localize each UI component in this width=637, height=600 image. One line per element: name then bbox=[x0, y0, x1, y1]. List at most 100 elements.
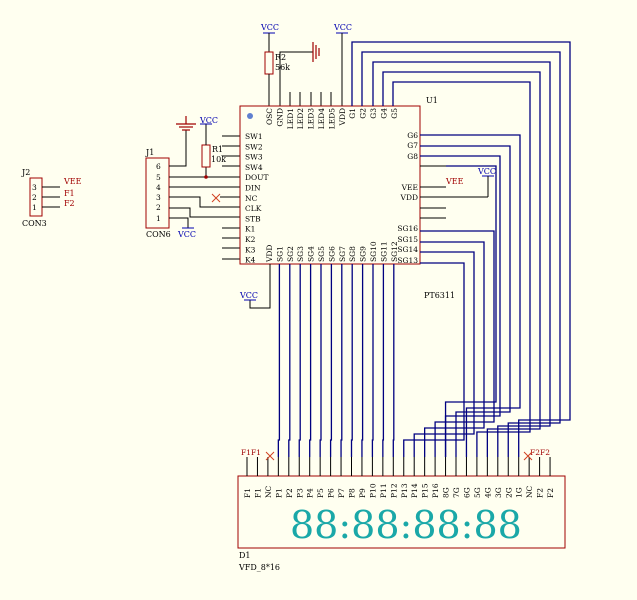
d1-pin-18: P16 bbox=[431, 483, 440, 498]
d1-pin-2: NC bbox=[264, 485, 273, 498]
u1-right-pin-sg14: SG14 bbox=[397, 245, 418, 254]
chip-u1: U1 PT6311 bbox=[239, 96, 455, 300]
d1-pin-0: F1 bbox=[243, 488, 252, 498]
resistor-r1: VCC R1 10k bbox=[199, 116, 226, 168]
u1-top-pin-led1: LED1 bbox=[286, 108, 295, 129]
u1-bottom-pin-sg5: SG5 bbox=[317, 246, 326, 262]
r1-value: 10k bbox=[211, 155, 226, 164]
u1-bottom-pin-sg2: SG2 bbox=[286, 246, 295, 262]
j1-pin-3: 3 bbox=[156, 193, 161, 202]
d1-pin-1: F1 bbox=[253, 488, 262, 498]
u1-left-pin-sw3: SW3 bbox=[245, 153, 263, 162]
j2-net-vee: VEE bbox=[63, 177, 82, 186]
j2-net-f2: F2 bbox=[64, 199, 75, 208]
u1-bottom-pin-sg11: SG11 bbox=[379, 241, 388, 262]
vfd-f2-label-a: F2 bbox=[530, 448, 540, 457]
u1-right-pin-sg13: SG13 bbox=[397, 256, 418, 265]
vfd-display-d1: 88:88:88:88 D1 VFD_8*16 bbox=[237, 475, 566, 572]
junction-dot bbox=[204, 175, 208, 179]
d1-pin-5: P3 bbox=[295, 488, 304, 498]
u1-left-pin-dout: DOUT bbox=[245, 173, 269, 182]
u1-left-pin-sw1: SW1 bbox=[245, 132, 263, 141]
k-pins-wiring bbox=[222, 135, 240, 260]
u1-right-pin-vee: VEE bbox=[401, 183, 418, 192]
u1-top-pin-led5: LED5 bbox=[327, 108, 336, 129]
vcc-label-j1: VCC bbox=[177, 230, 196, 239]
vcc-top-left-symbol: VCC bbox=[260, 23, 279, 52]
u1-top-pin-led4: LED4 bbox=[317, 108, 326, 129]
j2-part: CON3 bbox=[22, 219, 47, 228]
u1-top-pin-vdd: VDD bbox=[338, 108, 347, 126]
d1-pin-20: 7G bbox=[452, 487, 461, 498]
d1-pin-7: P5 bbox=[316, 488, 325, 498]
d1-pin-13: P11 bbox=[379, 483, 388, 498]
u1-bottom-pin-sg1: SG1 bbox=[275, 246, 284, 262]
u1-left-pin-sw2: SW2 bbox=[245, 142, 263, 151]
u1-bottom-pin-sg3: SG3 bbox=[296, 246, 305, 262]
u1-top-pin-osc: OSC bbox=[265, 108, 274, 125]
u1-left-pin-nc: NC bbox=[245, 194, 258, 203]
ground-symbol-top bbox=[279, 42, 320, 106]
j1-pin-2: 2 bbox=[156, 203, 161, 212]
r1-ref: R1 bbox=[212, 145, 223, 154]
j2-pin-3: 3 bbox=[32, 183, 37, 192]
u1-ref: U1 bbox=[426, 96, 438, 105]
vee-label-chip: VEE bbox=[445, 177, 464, 186]
d1-pin-28: F2 bbox=[536, 488, 545, 498]
vcc-vdd-symbol: VCC bbox=[239, 264, 271, 309]
d1-pin-21: 6G bbox=[462, 487, 471, 498]
u1-bottom-pin-sg9: SG9 bbox=[359, 246, 368, 262]
r2-value: 56k bbox=[275, 63, 290, 72]
connector-j2: J2 CON3 3 2 1 VEE F1 F2 bbox=[21, 168, 82, 228]
d1-pin-11: P9 bbox=[358, 488, 367, 498]
u1-left-pin-din: DIN bbox=[245, 184, 261, 193]
segment-grid-wiring bbox=[277, 41, 571, 457]
u1-left-pin-clk: CLK bbox=[245, 204, 262, 213]
u1-top-pin-g2: G2 bbox=[359, 108, 368, 119]
u1-part: PT6311 bbox=[424, 291, 455, 300]
d1-pin-10: P8 bbox=[348, 488, 357, 498]
vcc-label-top-left: VCC bbox=[260, 23, 279, 32]
u1-left-pin-k1: K1 bbox=[245, 225, 255, 234]
u1-right-pin-sg15: SG15 bbox=[397, 235, 418, 244]
u1-top-pin-led3: LED3 bbox=[307, 108, 316, 129]
d1-pin-26: 1G bbox=[515, 487, 524, 498]
j1-pin-1: 1 bbox=[156, 214, 161, 223]
vcc-label-vdd: VCC bbox=[239, 291, 258, 300]
ground-symbol-j1 bbox=[176, 116, 196, 131]
u1-bottom-pin-sg8: SG8 bbox=[348, 246, 357, 262]
u1-right-pin-sg16: SG16 bbox=[397, 224, 418, 233]
vfd-f1-label-a: F1 bbox=[241, 448, 251, 457]
u1-bottom-pin-sg4: SG4 bbox=[307, 246, 316, 262]
d1-pin-24: 3G bbox=[494, 487, 503, 498]
vcc-label-right: VCC bbox=[477, 167, 496, 176]
vfd-nc-marks bbox=[265, 451, 533, 461]
vcc-label-top-right: VCC bbox=[333, 23, 352, 32]
u1-left-pin-k2: K2 bbox=[245, 235, 256, 244]
d1-pin-16: P14 bbox=[410, 483, 419, 498]
d1-pin-9: P7 bbox=[337, 488, 346, 498]
pin1-marker bbox=[247, 113, 253, 119]
d1-pin-22: 5G bbox=[473, 487, 482, 498]
r2-ref: R2 bbox=[275, 53, 286, 62]
j1-ref: J1 bbox=[145, 148, 154, 157]
u1-top-pin-g1: G1 bbox=[348, 108, 357, 119]
u1-top-pin-g4: G4 bbox=[379, 108, 388, 119]
vfd-digits: 88:88:88:88 bbox=[290, 503, 522, 547]
d1-pin-12: P10 bbox=[368, 483, 377, 498]
j1-wiring bbox=[169, 130, 240, 228]
vcc-label-r1: VCC bbox=[199, 116, 218, 125]
d1-pin-19: 8G bbox=[442, 487, 451, 498]
u1-right-pin-g8: G8 bbox=[407, 152, 418, 161]
u1-left-pin-stb: STB bbox=[245, 214, 261, 223]
d1-part: VFD_8*16 bbox=[238, 563, 280, 572]
vfd-f2-label-b: F2 bbox=[540, 448, 550, 457]
nc-mark-chip bbox=[211, 193, 221, 203]
resistor-r2: R2 56k bbox=[264, 51, 290, 106]
vfd-f1-label-b: F1 bbox=[251, 448, 261, 457]
